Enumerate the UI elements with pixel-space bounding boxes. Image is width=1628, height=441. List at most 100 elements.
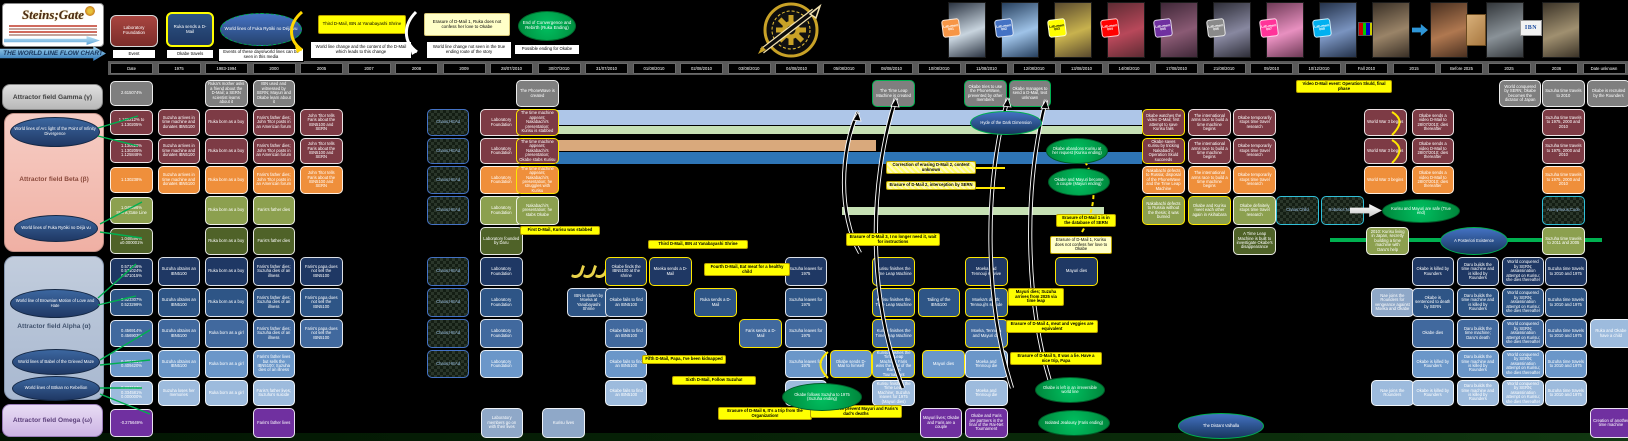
- event-node: World War 3 begins: [1364, 109, 1407, 136]
- dmail-label: Correction of erasing D-Mail 2, content …: [886, 161, 976, 175]
- event-node: Ruka born as a boy: [205, 138, 248, 164]
- ending-ellipse: Okabe and Mayuri become a couple (Mayuri…: [1048, 168, 1110, 196]
- date-cell: Date: [110, 63, 153, 74]
- event-node: Faris's father dies; Suzuha dies of an i…: [252, 288, 295, 317]
- event-node: Kurisu finishes the Time Leap Machine: [872, 257, 915, 286]
- portrait-faris: Lab-mem 007: [1258, 2, 1304, 58]
- legend-item-media: World lines of Fuka Ryōiki no Déjà vu: [220, 13, 302, 46]
- portrait-suzuha: Lab-mem 008: [1311, 2, 1357, 58]
- event-node: Okabe sends a video D-Mail to 28/07/2010…: [1411, 166, 1454, 194]
- legend-caption-ending: Possible ending for Okabe: [514, 44, 580, 55]
- event-node: IBN used and witnessed by SERN; Mayuri a…: [252, 80, 295, 107]
- date-cell: Fall 2010: [1345, 63, 1388, 74]
- date-cell: 10/12/2010: [1297, 63, 1341, 74]
- event-node: Chaos;HEAd: [426, 166, 470, 194]
- event-node: Suzuha time travels to 2011 and 2005: [1542, 227, 1585, 255]
- event-node: Kurisu finishes the Time Leap Machine; F…: [872, 350, 915, 378]
- worldline-media-ellipse: World line of Brownian Motion of Love an…: [10, 289, 100, 318]
- dmail-label: Erasure of D-Mail 1, Kurisu does not con…: [1050, 236, 1112, 255]
- event-node: Okabe temporarily stops time travel rese…: [1233, 138, 1276, 164]
- event-node: Mayuri dies: [922, 350, 965, 378]
- dmail-label: Erasure of D-Mail 4, meat and veggies ar…: [1006, 320, 1098, 334]
- event-node: Laboratory members go on with their live…: [480, 408, 523, 438]
- event-node: Kurisu finishes the Time Leap Machine: [872, 319, 915, 348]
- event-node: Faris's father dies; Suzuha dies of an i…: [252, 319, 295, 348]
- worldline-band: [556, 110, 1142, 125]
- date-cell: 2007: [347, 63, 391, 74]
- portrait-kurisu: Lab-mem 004: [1099, 2, 1145, 58]
- future-gadget-lab-logo-icon: [750, 1, 832, 59]
- event-node: The time machine appears; Nakabachi's pr…: [516, 138, 559, 164]
- date-cell: Date unknown: [1582, 63, 1626, 74]
- dmail-label: Erasure of D-Mail 5, It was a lie. Have …: [1010, 352, 1102, 366]
- event-node: Faris's papa does not sell the IBN5100: [300, 257, 343, 286]
- event-node: Suzuha obtains an IBN5100: [157, 257, 200, 286]
- event-node: Kurisu lives: [542, 408, 585, 438]
- event-node: The Time Leap Machine is created: [872, 80, 915, 107]
- event-node: Chaos;HEAd: [426, 138, 470, 164]
- event-node: Nakabachi defects to Russia without the …: [1142, 196, 1185, 225]
- divergence-label: 1.048596% ±0.000001%: [110, 228, 153, 254]
- event-node: Faris's father dies: [252, 196, 295, 225]
- event-node: Faris's father dies; John Titor posts in…: [252, 166, 295, 194]
- date-cell: 02/08/2010: [680, 63, 723, 74]
- date-cell: 13/08/2010: [1060, 63, 1103, 74]
- event-node: Moeka and Tennouji die: [965, 380, 1008, 406]
- event-node: The PhoneWave is created: [516, 80, 559, 107]
- event-node: Suzuha arrives in time machine and donat…: [157, 166, 200, 194]
- dmail-label: Fifth D-Mail, Papa, I've been kidnapped: [642, 355, 726, 364]
- event-node: Okabe fails to find an IBN5100: [604, 288, 648, 317]
- legend-item-event: Laboratory Foundation: [110, 15, 158, 47]
- event-node: Okabe temporarily stops time travel rese…: [1233, 166, 1276, 194]
- event-node: Suzuha time travels to 2010 and 1975: [1544, 350, 1587, 378]
- date-cell: 28/07/2010: [490, 63, 533, 74]
- event-node: Suzuha time travels to 2010 and 1975: [1544, 257, 1587, 286]
- event-node: Mayuri dies: [1055, 257, 1098, 286]
- legend-caption-travel: Okabe travels: [166, 49, 214, 59]
- event-node: World War 3 begins: [1364, 166, 1407, 194]
- event-node: Suzuha leaves for 1975: [784, 319, 827, 348]
- event-node: Moeka, Tennouji and Mayuri die: [965, 319, 1008, 348]
- ending-ellipse: Okabe is left in an irreversible world l…: [1035, 377, 1105, 403]
- date-cell: Before 2025: [1440, 63, 1483, 74]
- event-node: Okabe fails to find an IBN5100: [604, 380, 648, 406]
- divergence-label: 1.048596% Steins;Gate Line: [110, 197, 153, 224]
- date-cell: 09/2010: [1250, 63, 1293, 74]
- event-node: Moeka and Tennouji survive: [965, 257, 1008, 286]
- event-node: Faris's father dies; John Titor posts in…: [252, 109, 295, 136]
- date-cell: 08/08/2010: [870, 63, 913, 74]
- event-node: Suzuha time travels to 2010 and 1975: [1544, 380, 1587, 406]
- event-node: Faris's papa does not sell the IBN5100: [300, 288, 343, 317]
- divergence-label: 0.456914% 0.456903%: [110, 320, 153, 347]
- event-node: Kurisu finishes the Time Leap Machine; S…: [872, 380, 915, 406]
- field-alpha-label: Attractor field Alpha (α): [17, 323, 91, 330]
- dmail-label: Erasure of D-Mail 6, It's a trip from th…: [718, 407, 812, 421]
- date-cell: 2025: [1487, 63, 1531, 74]
- event-node: Faris's father lives but sells the IBN51…: [252, 350, 295, 378]
- event-node: The time machine appears; Nakabachi's pr…: [516, 109, 559, 136]
- event-node: [567, 257, 610, 286]
- event-node: Suzuha time travels to 2010: [1542, 80, 1585, 107]
- legend-item-travel: Ruka sends a D-Mail: [166, 12, 214, 47]
- event-node: Nakabachi's presentation; he stabs Okabe: [516, 196, 559, 225]
- date-cell: 11/08/2010: [965, 63, 1008, 74]
- event-node: Daru builds the time machine and is kill…: [1456, 288, 1500, 317]
- event-node: World conquered by SERN; assassination a…: [1501, 288, 1545, 317]
- arrow-right-icon: [1412, 24, 1428, 36]
- gear-icon: [85, 6, 95, 16]
- event-node: Chaos;HEAd: [426, 257, 470, 286]
- event-node: 2010: Kurisu living in Japan, secretly b…: [1366, 227, 1409, 255]
- event-node: The time machine appears; Nakabachi's pr…: [516, 166, 559, 194]
- event-node: John Titor tells Faris about the IBN5100…: [300, 109, 343, 136]
- event-node: Okabe sends D-Mail to himself: [829, 350, 873, 378]
- lab-member-badge: Lab-mem 004: [1099, 17, 1121, 39]
- field-gamma: Attractor field Gamma (γ): [2, 84, 103, 110]
- event-node: Laboratory Foundation: [480, 350, 523, 378]
- event-node: Faris's father dies; John Titor posts in…: [252, 138, 295, 164]
- lab-member-badge: Lab-mem 002: [993, 17, 1015, 39]
- event-node: Suzuha time travels to 1975, 2000 and 20…: [1542, 138, 1585, 164]
- event-node: Okabe is killed by Rounders: [1411, 380, 1454, 406]
- divergence-label: 0.571046% 0.571024% 0.571015%: [110, 258, 153, 285]
- event-node: Okabe watches the video D-Mail; first at…: [1142, 109, 1185, 136]
